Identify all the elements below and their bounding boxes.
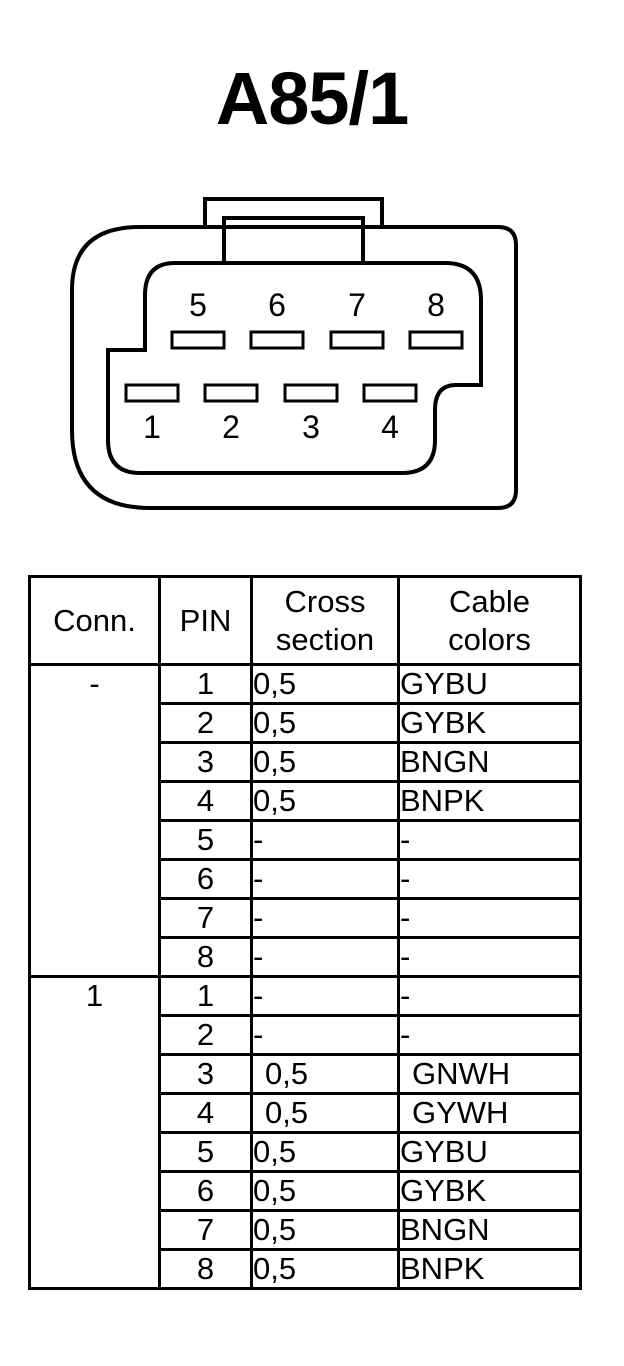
cable-color-cell: - [397,1014,582,1056]
pin-top-2-label: 7 [348,287,366,323]
pin-bottom-0-contact [124,383,180,403]
cable-color-cell: GNWH [397,1053,582,1095]
pin-cell: 5 [158,1131,253,1173]
pin-bottom-1-contact [203,383,259,403]
cable-color-cell: BNGN [397,741,582,783]
pin-cell: 8 [158,936,253,978]
table-row: 5-- [30,819,582,861]
cross-section-cell: 0,5 [250,663,400,705]
pin-cell: 7 [158,1209,253,1251]
cable-color-cell: BNGN [397,1209,582,1251]
cable-color-cell: GYBK [397,1170,582,1212]
connector-cavity [106,261,483,475]
table-row: 7-- [30,897,582,939]
pin-cell: 4 [158,1092,253,1134]
cross-section-cell: 0,5 [250,1053,400,1095]
cross-section-cell: - [250,936,400,978]
cross-section-cell: - [250,897,400,939]
pin-top-1-label: 6 [268,287,286,323]
cable-color-cell: - [397,858,582,900]
pin-top-3-contact [408,330,464,350]
cable-color-cell: - [397,936,582,978]
pin-cell: 4 [158,780,253,822]
pin-bottom-3-label: 4 [381,409,399,445]
pin-cell: 7 [158,897,253,939]
pin-top-1-contact [249,330,305,350]
connector-diagram: 5 6 7 8 1 2 3 4 [70,197,518,510]
cross-section-cell: 0,5 [250,1170,400,1212]
pin-cell: 3 [158,1053,253,1095]
pin-cell: 3 [158,741,253,783]
cross-section-cell: - [250,975,400,1017]
header-conn: Conn. [28,575,161,666]
cable-color-cell: - [397,897,582,939]
cross-section-cell: 0,5 [250,780,400,822]
cable-color-cell: - [397,975,582,1017]
cross-section-cell: 0,5 [250,1131,400,1173]
cable-color-cell: GYBK [397,702,582,744]
header-pin: PIN [158,575,253,666]
pin-cell: 2 [158,1014,253,1056]
cable-color-cell: BNPK [397,1248,582,1290]
connector-housing [70,225,518,510]
cross-section-cell: 0,5 [250,1248,400,1290]
pin-top-2-contact [329,330,385,350]
pin-cell: 2 [158,702,253,744]
conn-cell: 1 [28,975,161,1290]
cross-section-cell: - [250,1014,400,1056]
cross-section-cell: - [250,819,400,861]
cable-color-cell: BNPK [397,780,582,822]
cross-section-cell: - [250,858,400,900]
page-title: A85/1 [215,57,409,140]
pin-cell: 1 [158,975,253,1017]
connector-latch [203,197,384,228]
table-row: 2-- [30,1014,582,1056]
pin-cell: 5 [158,819,253,861]
cable-color-cell: GYBU [397,663,582,705]
pin-cell: 8 [158,1248,253,1290]
cross-section-cell: 0,5 [250,1092,400,1134]
conn-cell: - [28,663,161,978]
pin-cell: 6 [158,858,253,900]
pin-bottom-2-label: 3 [302,409,320,445]
cross-section-cell: 0,5 [250,702,400,744]
pin-bottom-1-label: 2 [222,409,240,445]
pin-bottom-2-contact [283,383,339,403]
table-row: 8-- [30,936,582,978]
cable-color-cell: GYWH [397,1092,582,1134]
pin-cell: 6 [158,1170,253,1212]
cable-color-cell: GYBU [397,1131,582,1173]
pin-top-0-label: 5 [189,287,207,323]
cable-color-cell: - [397,819,582,861]
cross-section-cell: 0,5 [250,741,400,783]
pin-cell: 1 [158,663,253,705]
cross-section-cell: 0,5 [250,1209,400,1251]
pin-bottom-3-contact [362,383,418,403]
table-row: 6-- [30,858,582,900]
connector-latch-inner [222,216,365,262]
pin-top-3-label: 8 [427,287,445,323]
pin-bottom-0-label: 1 [143,409,161,445]
pin-top-0-contact [170,330,226,350]
